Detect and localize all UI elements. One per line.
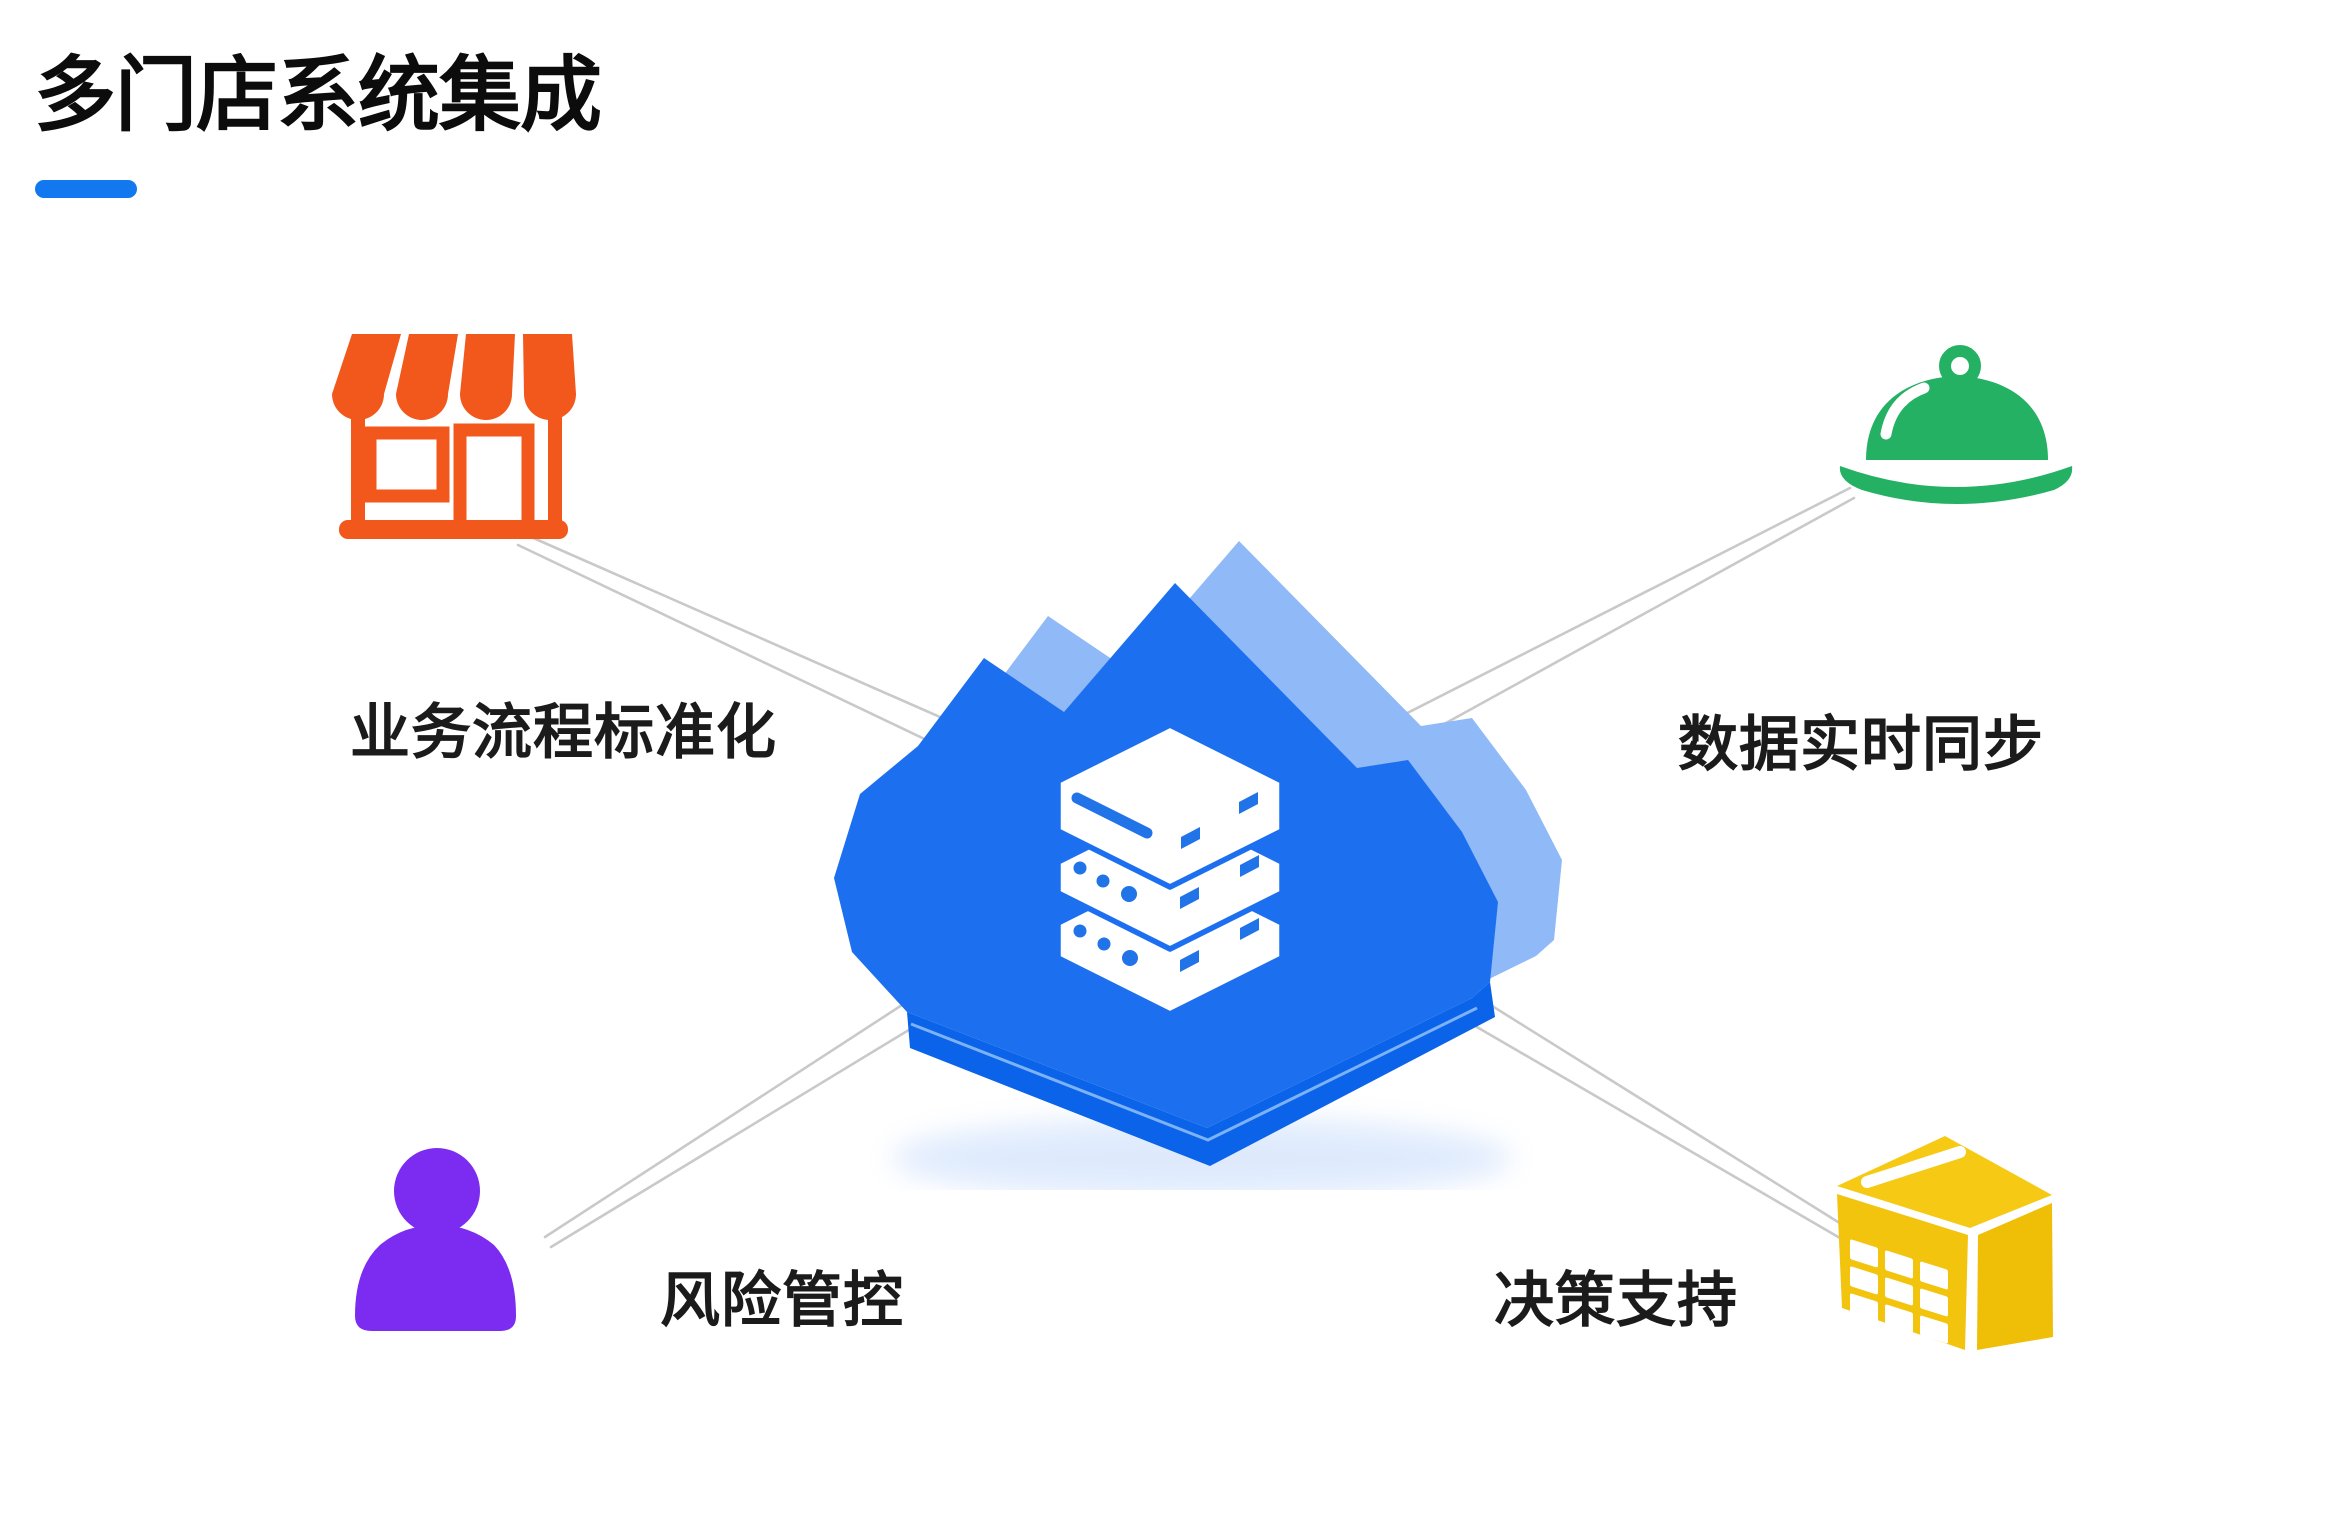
label-business-process: 业务流程标准化 bbox=[350, 699, 777, 766]
page-title: 多门店系统集成 bbox=[34, 50, 602, 141]
label-decision-support: 决策支持 bbox=[1494, 1267, 1738, 1334]
server-stack-details bbox=[1071, 792, 1259, 972]
label-risk-control: 风险管控 bbox=[660, 1267, 904, 1334]
cloud-base bbox=[907, 982, 1495, 1166]
title-underline bbox=[35, 180, 137, 198]
label-data-sync: 数据实时同步 bbox=[1678, 711, 2044, 778]
cloche-icon bbox=[1836, 340, 2076, 517]
cloud-server-icon bbox=[812, 530, 1592, 1198]
server-stack-icon bbox=[1055, 722, 1285, 1017]
storefront-icon bbox=[328, 330, 578, 550]
person-icon bbox=[353, 1148, 518, 1338]
cube-icon bbox=[1836, 1134, 2056, 1371]
